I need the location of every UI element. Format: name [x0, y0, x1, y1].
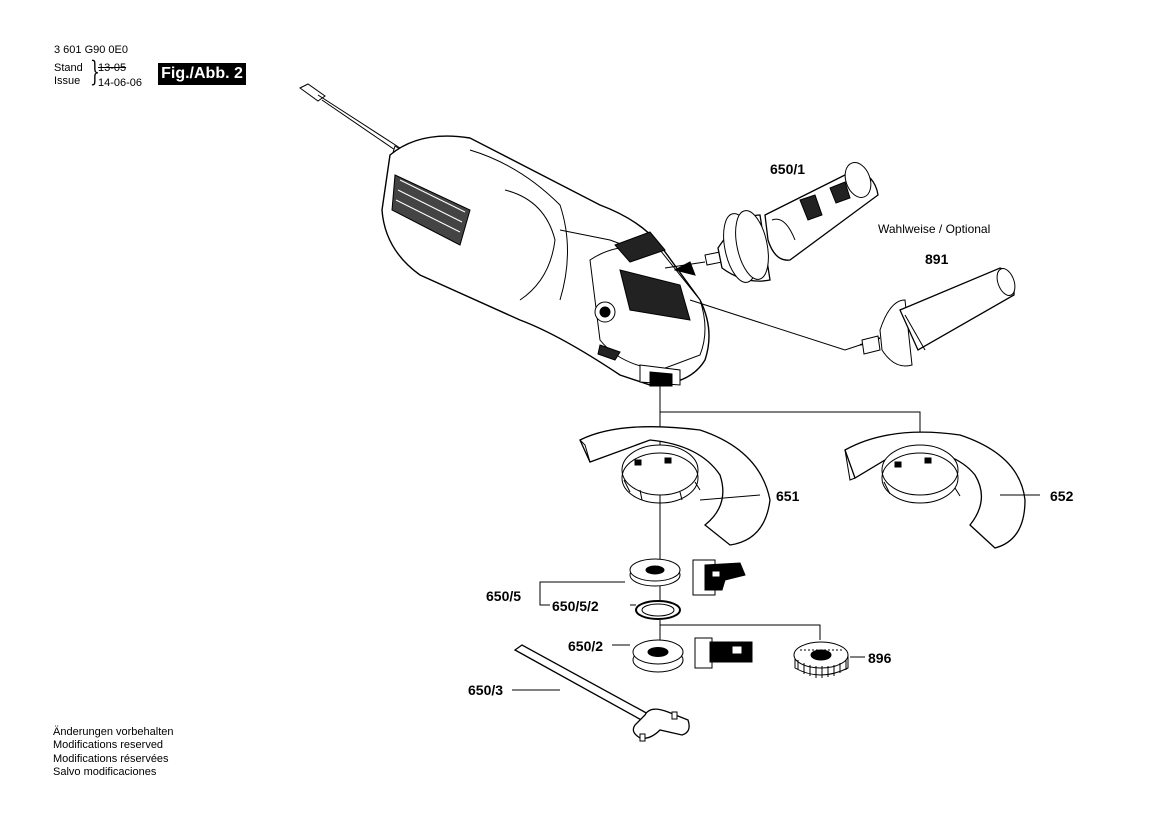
- clamping-nut-650-2: [632, 639, 684, 673]
- brace-icon: }: [90, 55, 100, 88]
- figure-badge: Fig./Abb. 2: [158, 63, 246, 85]
- pin-wrench-650-3: [513, 644, 690, 742]
- callout-650-5-2: 650/5/2: [552, 598, 599, 614]
- o-ring-650-5-2: [635, 600, 681, 620]
- callout-650-5: 650/5: [486, 588, 522, 604]
- callout-651: 651: [776, 488, 800, 504]
- stand-label: Stand: [54, 62, 83, 74]
- leader-nut: [659, 620, 821, 640]
- side-handle-891: [859, 267, 1016, 367]
- notice-fr: Modifications réservées: [53, 752, 169, 765]
- new-date: 14-06-06: [98, 77, 143, 89]
- wheel-guard-652: [844, 431, 1026, 549]
- flange-650-5-detail: [692, 559, 746, 596]
- quick-clamping-nut-896: [793, 641, 849, 678]
- callout-891: 891: [925, 251, 949, 267]
- leader-650-5-bracket: [539, 581, 636, 606]
- leader-handle-650-1: [664, 261, 706, 269]
- optional-note: Wahlweise / Optional: [878, 222, 991, 236]
- notice-de: Änderungen vorbehalten: [53, 726, 174, 738]
- callout-650-1: 650/1: [770, 161, 806, 177]
- side-handle-650-1: [704, 162, 879, 283]
- notice-en: Modifications reserved: [53, 739, 164, 752]
- notice-es: Salvo modificaciones: [53, 765, 157, 778]
- wheel-guard-651: [579, 426, 771, 546]
- old-date: 13-05: [98, 62, 127, 74]
- callout-650-2: 650/2: [568, 638, 604, 654]
- issue-label: Issue: [54, 75, 81, 87]
- callout-650-3: 650/3: [468, 682, 504, 698]
- flange-650-5: [629, 558, 681, 587]
- part-number: 3 601 G90 0E0: [54, 44, 129, 56]
- callout-896: 896: [868, 650, 892, 666]
- modifications-notice: Änderungen vorbehalten Modifications res…: [53, 726, 173, 779]
- callout-652: 652: [1050, 488, 1074, 504]
- leader-handle-891: [689, 299, 861, 351]
- angle-grinder-body: [381, 135, 710, 387]
- clamping-nut-650-2-detail: [694, 637, 753, 669]
- leader-651: [699, 494, 761, 501]
